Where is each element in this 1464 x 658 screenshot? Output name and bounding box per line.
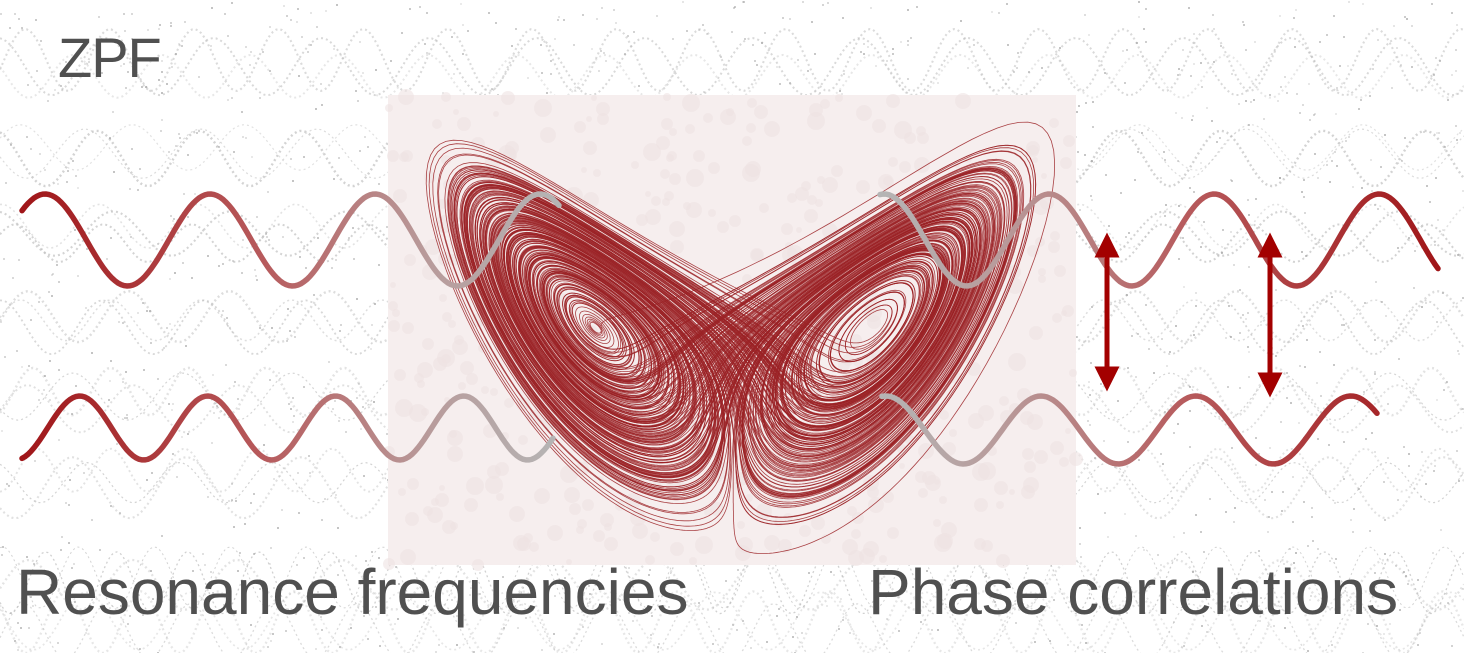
resonance-frequencies-label: Resonance frequencies: [16, 560, 688, 624]
zpf-label: ZPF: [58, 30, 161, 86]
phase-correlations-label: Phase correlations: [868, 560, 1398, 624]
